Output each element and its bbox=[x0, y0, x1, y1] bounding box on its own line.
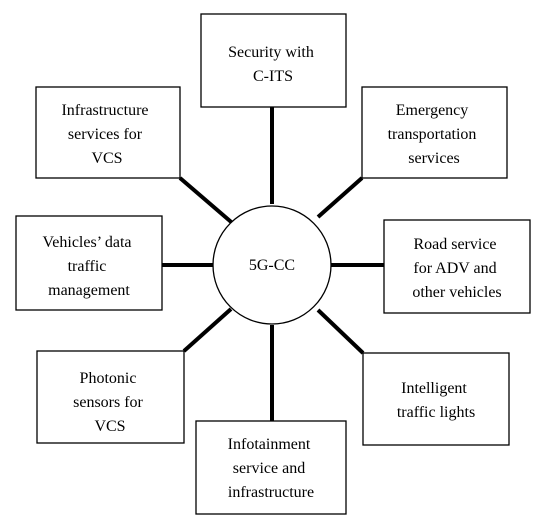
node-text: Vehicles’ data traffic management bbox=[43, 234, 136, 299]
node-line: traffic bbox=[68, 258, 107, 275]
node-vehicles-data-traffic-management: Vehicles’ data traffic management bbox=[15, 215, 163, 311]
node-line: Vehicles’ data bbox=[43, 234, 132, 251]
node-text: Infrastructure services for VCS bbox=[61, 102, 152, 167]
node-box bbox=[36, 350, 185, 444]
connectors bbox=[162, 107, 384, 421]
node-line: management bbox=[48, 282, 130, 299]
node-text: Intelligent traffic lights bbox=[397, 380, 475, 421]
node-line: transportation bbox=[388, 126, 477, 143]
node-line: for ADV and bbox=[413, 260, 496, 277]
hub-label: 5G-CC bbox=[249, 257, 295, 274]
node-intelligent-traffic-lights: Intelligent traffic lights bbox=[362, 352, 510, 446]
node-line: Security with bbox=[228, 44, 314, 61]
spoke-top-right bbox=[316, 176, 364, 219]
node-line: C-ITS bbox=[253, 68, 293, 85]
node-line: services bbox=[408, 150, 460, 167]
node-security-with-c-its: Security with C-ITS bbox=[200, 13, 347, 108]
node-road-service-for-adv: Road service for ADV and other vehicles bbox=[383, 219, 531, 314]
node-emergency-transportation-services: Emergency transportation services bbox=[361, 86, 508, 179]
node-line: VCS bbox=[91, 150, 122, 167]
node-box bbox=[35, 86, 181, 179]
node-text: Infotainment service and infrastructure bbox=[228, 436, 315, 501]
node-line: Road service bbox=[413, 236, 496, 253]
node-line: service and bbox=[233, 460, 305, 477]
spoke-top-left bbox=[178, 176, 239, 229]
node-infrastructure-services-for-vcs: Infrastructure services for VCS bbox=[35, 86, 181, 179]
node-text: Security with C-ITS bbox=[228, 44, 318, 85]
node-line: Infrastructure bbox=[61, 102, 148, 119]
node-line: Emergency bbox=[396, 102, 469, 119]
node-box bbox=[195, 420, 347, 515]
hub-node: 5G-CC bbox=[212, 205, 332, 325]
hub-circle bbox=[212, 205, 332, 325]
node-line: infrastructure bbox=[228, 484, 314, 501]
node-line: services for bbox=[68, 126, 143, 143]
node-text: Emergency transportation services bbox=[388, 102, 481, 167]
node-box bbox=[15, 215, 163, 311]
node-line: traffic lights bbox=[397, 404, 475, 421]
node-box bbox=[361, 86, 508, 179]
node-photonic-sensors-for-vcs: Photonic sensors for VCS bbox=[36, 350, 185, 444]
node-text: Road service for ADV and other vehicles bbox=[412, 236, 501, 301]
node-line: Photonic bbox=[80, 370, 137, 387]
node-line: other vehicles bbox=[412, 284, 501, 301]
spoke-bottom-right bbox=[316, 308, 365, 355]
node-box bbox=[200, 13, 347, 108]
node-box bbox=[383, 219, 531, 314]
node-text: Photonic sensors for VCS bbox=[73, 370, 147, 435]
node-box bbox=[362, 352, 510, 446]
node-line: Infotainment bbox=[228, 436, 311, 453]
spoke-bottom-left bbox=[182, 307, 233, 353]
node-line: Intelligent bbox=[401, 380, 467, 397]
node-line: sensors for bbox=[73, 394, 143, 411]
node-line: VCS bbox=[94, 418, 125, 435]
node-infotainment-service: Infotainment service and infrastructure bbox=[195, 420, 347, 515]
